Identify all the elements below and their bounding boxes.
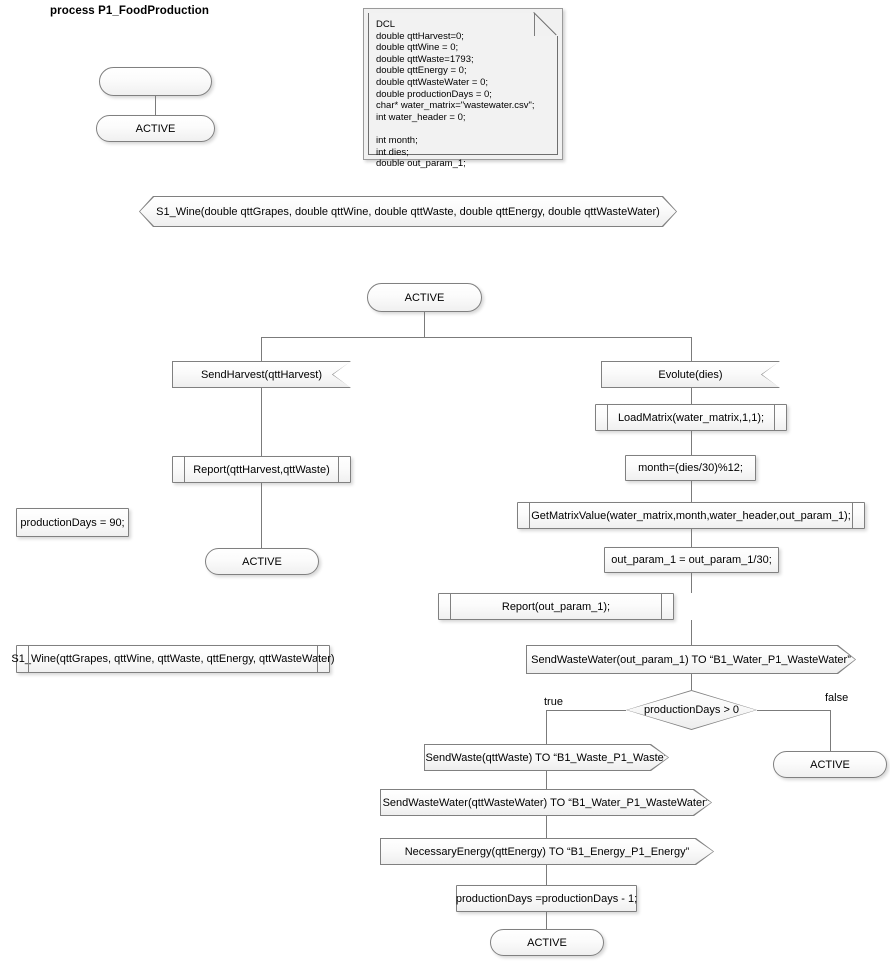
call-load-matrix[interactable]: LoadMatrix(water_matrix,1,1); (595, 404, 787, 431)
signal-declaration-label: S1_Wine(double qttGrapes, double qttWine… (140, 197, 676, 226)
call-bar-right (661, 593, 662, 620)
connector-report-to-active-left (261, 483, 262, 548)
input-send-harvest[interactable]: SendHarvest(qttHarvest) (172, 361, 351, 388)
note-page-edge (368, 13, 558, 155)
call-report-harvest-waste-label: Report(qttHarvest,qttWaste) (193, 463, 330, 476)
task-decrement-production-days[interactable]: productionDays =productionDays - 1; (456, 885, 637, 912)
task-production-days-init[interactable]: productionDays = 90; (16, 508, 129, 537)
input-send-harvest-label: SendHarvest(qttHarvest) (173, 362, 350, 387)
note-fold-corner-icon (534, 13, 558, 36)
connector-getmatrixvalue-to-outparam (691, 529, 692, 547)
connector-sendharvest-to-report (261, 388, 262, 456)
task-out-param-divide[interactable]: out_param_1 = out_param_1/30; (604, 547, 779, 573)
call-bar-left (28, 645, 29, 673)
connector-fork-horizontal (261, 337, 691, 338)
connector-month-to-getmatrixvalue (691, 481, 692, 502)
connector-start-to-active (155, 96, 156, 115)
input-evolute-dies[interactable]: Evolute(dies) (601, 361, 780, 388)
call-report-harvest-waste[interactable]: Report(qttHarvest,qttWaste) (172, 456, 351, 483)
decision-condition-label: productionDays > 0 (627, 691, 756, 729)
call-s1-wine-label: S1_Wine(qttGrapes, qttWine, qttWaste, qt… (11, 653, 335, 665)
call-report-out-param-label: Report(out_param_1); (501, 600, 611, 613)
connector-report-to-sendwastewater (691, 620, 692, 645)
output-necessary-energy-label: NecessaryEnergy(qttEnergy) TO “B1_Energy… (381, 839, 713, 864)
connector-sendwastewater-to-energy (546, 816, 547, 838)
dcl-text: DCL double qttHarvest=0; double qttWine … (376, 19, 535, 170)
call-get-matrix-value[interactable]: GetMatrixValue(water_matrix,month,water_… (517, 502, 865, 529)
call-bar-right (774, 404, 775, 431)
connector-energy-to-productiondays (546, 865, 547, 885)
call-report-out-param[interactable]: Report(out_param_1); (438, 593, 674, 620)
call-bar-left (529, 502, 530, 529)
output-necessary-energy[interactable]: NecessaryEnergy(qttEnergy) TO “B1_Energy… (380, 838, 714, 865)
dcl-note: DCL double qttHarvest=0; double qttWine … (363, 8, 563, 169)
input-evolute-dies-label: Evolute(dies) (602, 362, 779, 387)
connector-decision-false-drop (830, 710, 831, 751)
connector-sendwaste-to-sendwastewater (546, 771, 547, 789)
connector-loadmatrix-to-month (691, 431, 692, 455)
call-get-matrix-value-label: GetMatrixValue(water_matrix,month,water_… (531, 509, 851, 522)
signal-declaration-s1-wine[interactable]: S1_Wine(double qttGrapes, double qttWine… (139, 196, 677, 227)
connector-sendwastewater-to-decision (691, 674, 692, 690)
call-bar-right (338, 456, 339, 483)
connector-fork-right-drop (691, 337, 692, 362)
connector-fork-left-drop (261, 337, 262, 362)
connector-outparam-to-report (691, 573, 692, 593)
decision-production-days[interactable]: productionDays > 0 (626, 690, 757, 730)
call-load-matrix-label: LoadMatrix(water_matrix,1,1); (617, 411, 765, 424)
state-active-false-branch[interactable]: ACTIVE (773, 751, 887, 778)
connector-decision-true-horizontal (546, 710, 626, 711)
state-active-true-branch-end[interactable]: ACTIVE (490, 929, 604, 956)
task-month-assignment[interactable]: month=(dies/30)%12; (625, 455, 756, 481)
output-send-wastewater-qtt-label: SendWasteWater(qttWasteWater) TO “B1_Wat… (381, 790, 711, 815)
state-active-left-end[interactable]: ACTIVE (205, 548, 319, 575)
state-active-initial[interactable]: ACTIVE (96, 115, 215, 142)
decision-true-label: true (544, 696, 563, 708)
output-send-wastewater-qtt[interactable]: SendWasteWater(qttWasteWater) TO “B1_Wat… (380, 789, 712, 816)
connector-decision-true-drop (546, 710, 547, 744)
output-send-wastewater-out-param-label: SendWasteWater(out_param_1) TO “B1_Water… (527, 646, 855, 673)
call-bar-right (852, 502, 853, 529)
call-bar-left (450, 593, 451, 620)
connector-decision-false-horizontal (757, 710, 830, 711)
decision-false-label: false (825, 692, 849, 704)
call-s1-wine[interactable]: S1_Wine(qttGrapes, qttWine, qttWaste, qt… (11, 645, 335, 673)
call-bar-left (607, 404, 608, 431)
call-bar-left (184, 456, 185, 483)
output-send-waste[interactable]: SendWaste(qttWaste) TO “B1_Waste_P1_Wast… (424, 744, 669, 771)
connector-productiondays-to-active (546, 912, 547, 929)
output-send-waste-label: SendWaste(qttWaste) TO “B1_Waste_P1_Wast… (425, 745, 668, 770)
output-send-wastewater-out-param[interactable]: SendWasteWater(out_param_1) TO “B1_Water… (526, 645, 856, 674)
page-title: process P1_FoodProduction (50, 5, 210, 17)
start-state[interactable] (99, 67, 212, 96)
state-active-main[interactable]: ACTIVE (367, 283, 482, 312)
connector-active-to-fork (424, 312, 425, 337)
call-bar-right (317, 645, 318, 673)
connector-evolute-to-loadmatrix (691, 388, 692, 404)
